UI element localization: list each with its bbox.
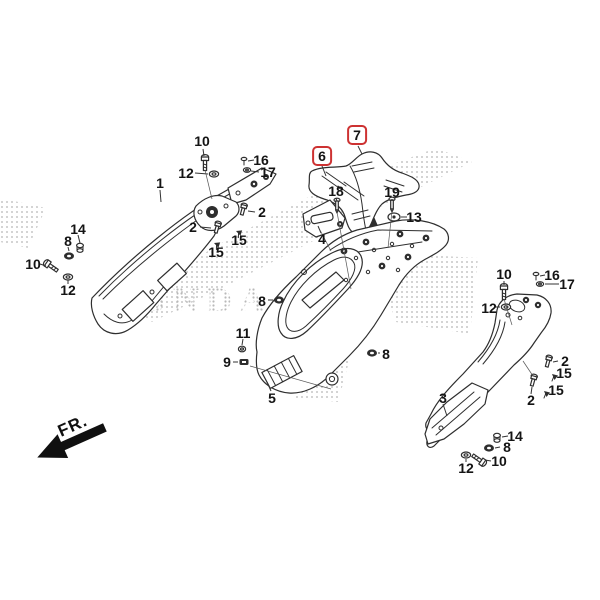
clip-icon (551, 374, 558, 382)
screw-icon (544, 354, 554, 368)
screw-icon (240, 156, 248, 166)
grommet-icon (484, 444, 494, 452)
bolt-icon (200, 154, 210, 172)
leader-lines (39, 145, 559, 462)
fr-arrow-shaft (59, 423, 107, 451)
washer-icon (460, 451, 472, 459)
bolt-icon (471, 453, 488, 467)
washer-icon (535, 281, 545, 287)
grommet-icon (64, 252, 74, 260)
grommet-icon (367, 349, 377, 357)
part-4-bracket (302, 199, 346, 238)
washer-icon (62, 273, 74, 281)
clip-icon (236, 230, 243, 239)
grommet-icon (274, 296, 284, 304)
part-3-side-cowl-right (424, 293, 552, 448)
fr-arrow-icon (37, 434, 69, 458)
bolt-icon (42, 259, 59, 273)
bolt-icon (499, 283, 509, 301)
washer-icon (500, 303, 512, 311)
washer-icon (208, 170, 220, 178)
clip-icon (75, 242, 85, 253)
screw-icon (532, 271, 540, 281)
clip-icon (214, 242, 221, 251)
nut-icon (237, 345, 247, 353)
fastener-icons (42, 154, 558, 467)
washer-icon (242, 167, 252, 173)
part-5-rear-fender (255, 219, 450, 394)
screw-icon (529, 373, 539, 387)
fr-direction-indicator: FR. (37, 411, 107, 458)
washer-icon (387, 212, 401, 222)
screw-icon (239, 202, 249, 216)
clip-icon (239, 359, 249, 365)
part-1-side-cowl-left (90, 167, 277, 335)
screw-icon (213, 220, 223, 234)
clip-icon (543, 391, 550, 399)
clip-icon (492, 432, 502, 443)
